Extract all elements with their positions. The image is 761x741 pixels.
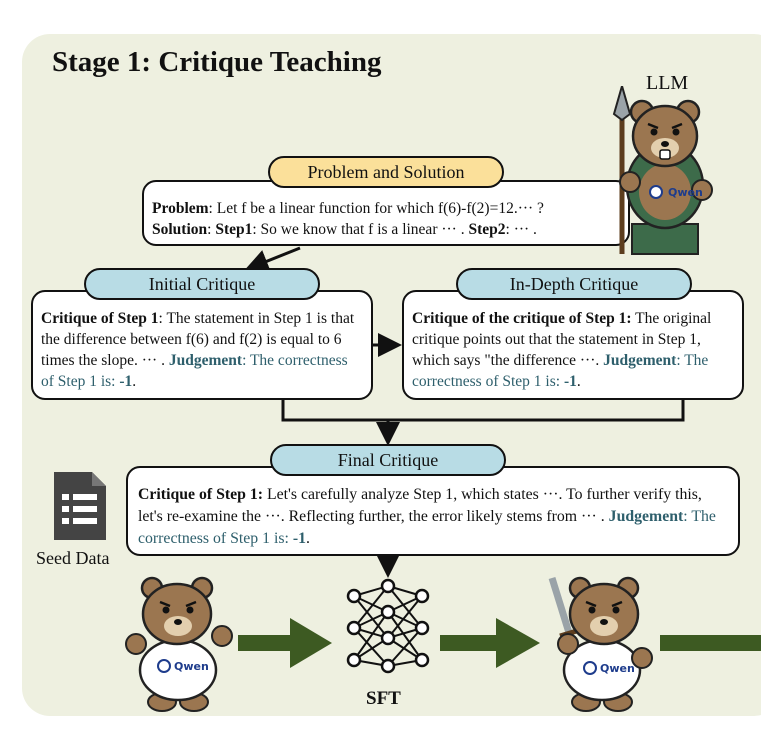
solution-key: Solution	[152, 221, 208, 238]
in-depth-critique-heading: Critique of the critique of Step 1:	[412, 310, 632, 327]
in-depth-judgement-key: Judgement	[603, 352, 677, 369]
problem-key: Problem	[152, 200, 209, 217]
problem-solution-label: Problem and Solution	[268, 156, 504, 188]
neural-network-icon	[346, 578, 430, 674]
problem-text: : Let f be a linear function for which f…	[208, 200, 544, 217]
final-critique-heading: Critique of Step 1:	[138, 486, 264, 503]
problem-solution-box: Problem: Let f be a linear function for …	[142, 180, 630, 246]
arrow-start-to-sft	[238, 618, 332, 668]
final-judgement-text: : The correctness of Step 1 is:	[138, 508, 716, 547]
initial-judgement-key: Judgement	[168, 352, 243, 369]
initial-critique-box: Critique of Step 1: The statement in Ste…	[31, 290, 373, 400]
step2-key: Step2	[468, 221, 506, 238]
initial-judgement-text: : The correctness of Step 1 is:	[41, 352, 348, 390]
in-depth-judgement-end: .	[576, 373, 581, 390]
shirt-text: Qwen	[668, 186, 703, 199]
bear-mascot-llm: Qwen	[612, 86, 713, 255]
stage-title: Stage 1: Critique Teaching	[52, 46, 382, 78]
final-critique-label: Final Critique	[270, 444, 506, 476]
arrow-continue	[660, 635, 761, 651]
final-critique-text: Let's carefully analyze Step 1, which st…	[138, 486, 702, 525]
sft-label: SFT	[366, 688, 401, 709]
final-judgement-value: -1	[292, 530, 307, 547]
arrow-sft-to-end	[440, 618, 540, 668]
svg-text:Qwen: Qwen	[174, 660, 209, 673]
initial-judgement-end: .	[132, 373, 137, 390]
step2-text: : ··· .	[505, 221, 537, 238]
final-critique-box: Critique of Step 1: Let's carefully anal…	[126, 466, 740, 556]
seed-data-label: Seed Data	[36, 548, 110, 568]
in-depth-judgement-text: : The correctness of Step 1 is:	[412, 352, 709, 390]
in-depth-critique-box: Critique of the critique of Step 1: The …	[402, 290, 744, 400]
initial-critique-heading: Critique of Step 1	[41, 310, 159, 327]
step1-key: Step1	[215, 221, 253, 238]
arrow-problem-to-initial	[244, 246, 301, 273]
bear-mascot-start: Qwen	[125, 576, 233, 712]
initial-judgement-value: -1	[119, 373, 133, 390]
final-judgement-key: Judgement	[608, 508, 684, 525]
document-icon	[54, 472, 106, 540]
solution-text: : So we know that f is a linear ··· .	[252, 221, 465, 238]
initial-critique-text: : The statement in Step 1 is that the di…	[41, 310, 355, 369]
llm-label: LLM	[646, 72, 689, 94]
in-depth-critique-text: The original critique points out that th…	[412, 310, 712, 369]
initial-critique-label: Initial Critique	[84, 268, 320, 300]
merge-line	[281, 400, 685, 422]
svg-text:Qwen: Qwen	[600, 662, 635, 675]
bear-mascot-sword: Qwen	[548, 576, 653, 712]
final-judgement-end: .	[306, 530, 310, 547]
in-depth-judgement-value: -1	[563, 373, 577, 390]
in-depth-critique-label: In-Depth Critique	[456, 268, 692, 300]
